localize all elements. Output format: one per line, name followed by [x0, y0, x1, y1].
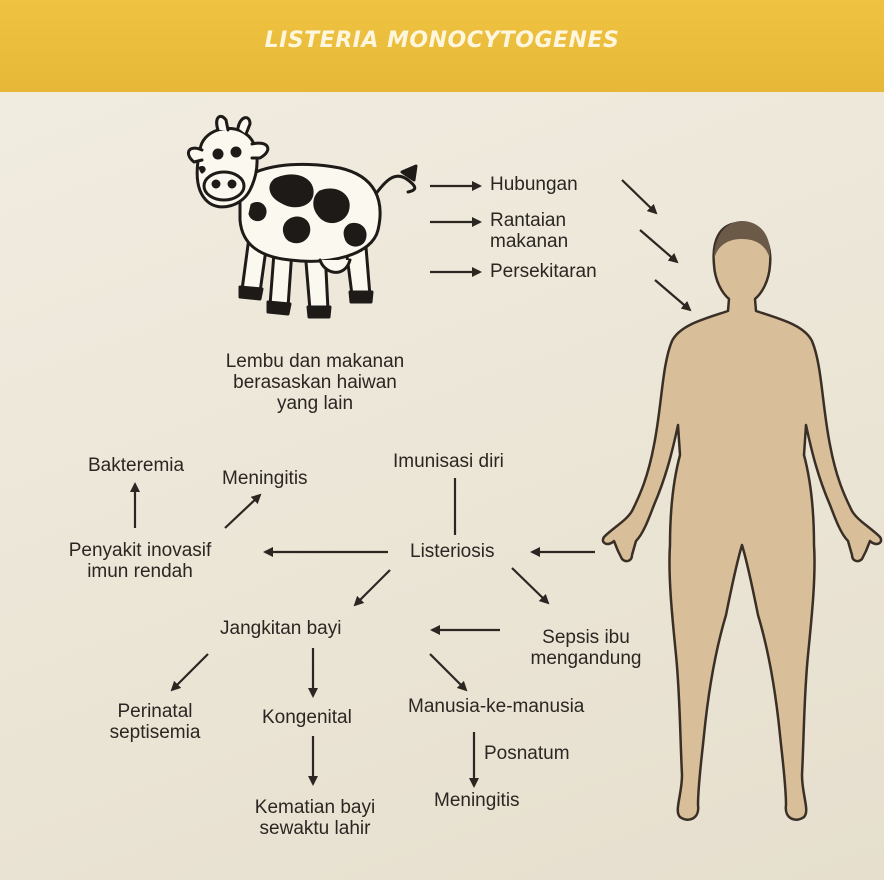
node-postnatal: Posnatum [484, 743, 570, 765]
node-listeriosis: Listeriosis [410, 541, 494, 563]
arrow-listeriosis-sepsis [512, 568, 548, 603]
arrow-infant-perinatal [172, 654, 208, 690]
route-rantaian: Rantaian [490, 210, 566, 232]
route-rantaian-line2: makanan [490, 231, 568, 253]
cow-caption-line3: yang lain [190, 393, 440, 415]
node-invasive-line1: Penyakit inovasif [40, 540, 240, 562]
arrow-listeriosis-infant [355, 570, 390, 605]
node-sepsis-line2: mengandung [506, 648, 666, 670]
cow-caption-line1: Lembu dan makanan [190, 351, 440, 373]
arrow-rantaian-body [640, 230, 677, 262]
node-human-to-human: Manusia-ke-manusia [408, 696, 584, 718]
node-death-line2: sewaktu lahir [235, 818, 395, 840]
arrow-invasive-meningitis [225, 495, 260, 528]
arrow-hubungan-body [622, 180, 656, 213]
node-sepsis-line1: Sepsis ibu [506, 627, 666, 649]
node-invasive-line2: imun rendah [40, 561, 240, 583]
cow-caption-line2: berasaskan haiwan [190, 372, 440, 394]
route-persekitaran: Persekitaran [490, 261, 597, 283]
node-perinatal-line2: septisemia [95, 722, 215, 744]
node-death-line1: Kematian bayi [235, 797, 395, 819]
node-bacteremia: Bakteremia [88, 455, 184, 477]
node-meningitis-bottom: Meningitis [434, 790, 520, 812]
node-congenital: Kongenital [262, 707, 352, 729]
node-perinatal-line1: Perinatal [95, 701, 215, 723]
node-autoimmunization: Imunisasi diri [393, 451, 504, 473]
arrow-infant-human [430, 654, 466, 690]
node-meningitis-top: Meningitis [222, 468, 308, 490]
arrow-persekitaran-body [655, 280, 690, 310]
route-hubungan: Hubungan [490, 174, 578, 196]
node-infant-infection: Jangkitan bayi [220, 618, 341, 640]
